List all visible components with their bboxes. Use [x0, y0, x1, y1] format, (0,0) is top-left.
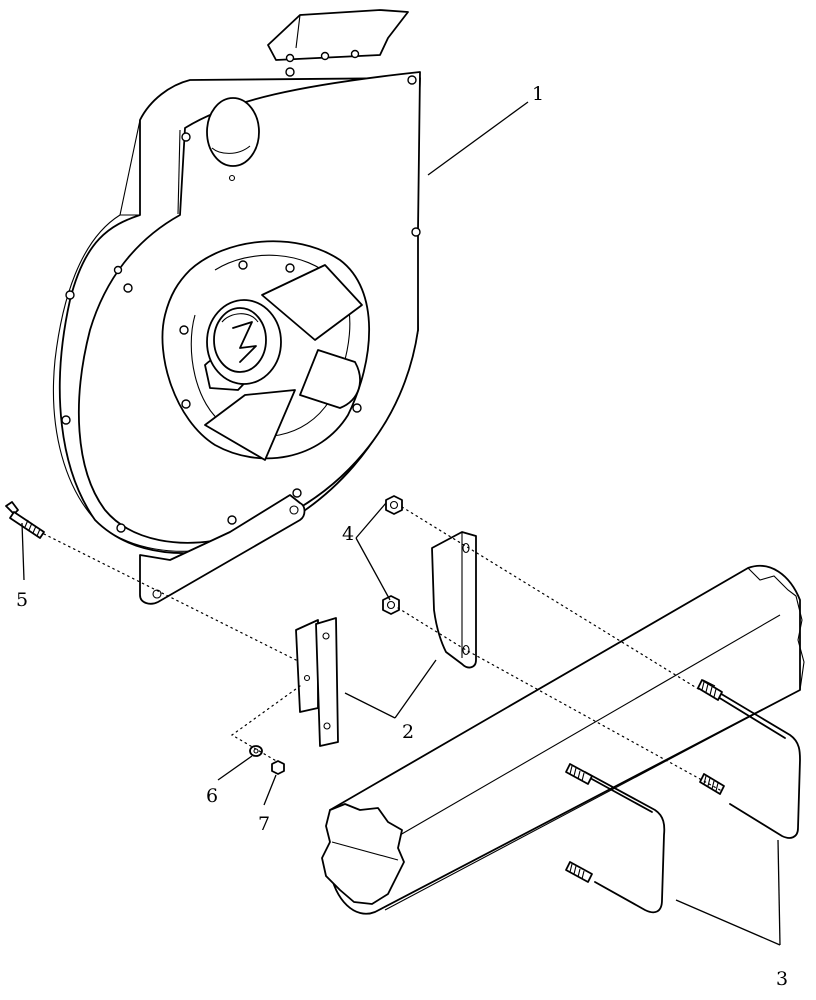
- washer-and-nut: [249, 745, 285, 775]
- callout-6: 6: [206, 785, 218, 807]
- callout-2: 2: [402, 721, 414, 743]
- leader-lines: [21, 101, 781, 946]
- callout-4: 4: [342, 523, 354, 545]
- mounting-brackets: [295, 531, 477, 747]
- callout-3: 3: [776, 968, 788, 990]
- callout-5: 5: [16, 589, 28, 611]
- callout-1: 1: [532, 83, 544, 105]
- u-bolts: [565, 679, 801, 914]
- fan-housing: [52, 9, 421, 605]
- callout-7: 7: [258, 813, 270, 835]
- carriage-bolt: [5, 501, 45, 539]
- square-tube: [321, 565, 805, 915]
- assembly-lines: [43, 506, 721, 791]
- flange-nuts: [382, 495, 403, 615]
